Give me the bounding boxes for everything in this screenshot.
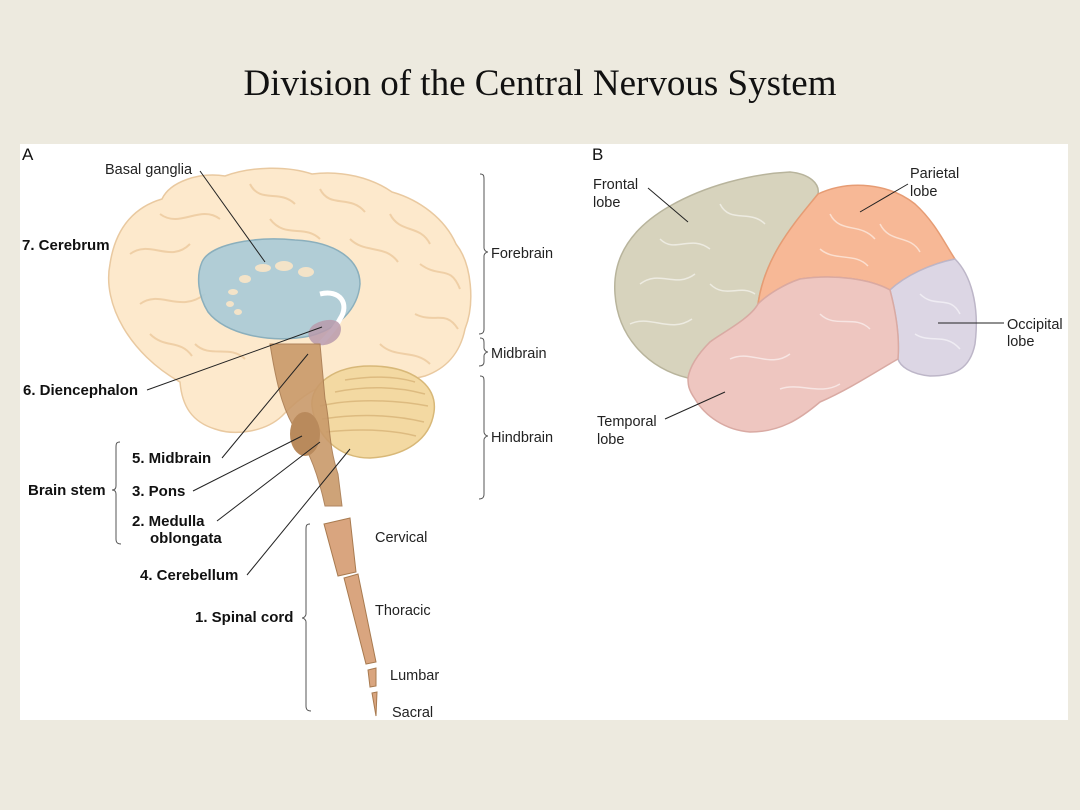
label-midbrain: 5. Midbrain <box>132 450 211 467</box>
pons-illustration <box>290 412 320 456</box>
temporal-lobe-region <box>687 276 900 433</box>
cerebellum-illustration <box>311 365 436 459</box>
label-occipital-1: Occipital <box>1007 317 1063 333</box>
label-basal-ganglia: Basal ganglia <box>105 162 193 178</box>
lateral-brain-illustration <box>614 171 978 433</box>
label-frontal-2: lobe <box>593 195 620 211</box>
slide-title: Division of the Central Nervous System <box>243 63 837 104</box>
label-brain-stem: Brain stem <box>28 482 106 499</box>
basal-ganglia-illustration <box>197 238 361 346</box>
cns-diagram: A Basal gan <box>22 145 1063 720</box>
label-frontal-1: Frontal <box>593 177 638 193</box>
panel-b-letter: B <box>592 145 603 164</box>
label-diencephalon: 6. Diencephalon <box>23 382 138 399</box>
label-midbrain-region: Midbrain <box>491 346 547 362</box>
label-parietal-1: Parietal <box>910 166 959 182</box>
label-forebrain: Forebrain <box>491 246 553 262</box>
label-sacral: Sacral <box>392 705 433 720</box>
label-temporal-1: Temporal <box>597 414 657 430</box>
label-temporal-2: lobe <box>597 432 624 448</box>
label-cervical: Cervical <box>375 530 427 546</box>
label-parietal-2: lobe <box>910 184 937 200</box>
label-medulla-2: oblongata <box>150 530 222 547</box>
label-lumbar: Lumbar <box>390 668 439 684</box>
label-cerebellum: 4. Cerebellum <box>140 567 238 584</box>
figure-panel: A Basal gan <box>20 144 1068 720</box>
panel-a-letter: A <box>22 145 34 164</box>
label-cerebrum: 7. Cerebrum <box>22 237 110 254</box>
label-pons: 3. Pons <box>132 483 185 500</box>
label-medulla-1: 2. Medulla <box>132 513 205 530</box>
label-thoracic: Thoracic <box>375 603 431 619</box>
diencephalon-illustration <box>308 319 341 346</box>
label-occipital-2: lobe <box>1007 334 1034 350</box>
spinal-cord-illustration <box>323 517 378 717</box>
label-spinal-cord: 1. Spinal cord <box>195 609 293 626</box>
label-hindbrain: Hindbrain <box>491 430 553 446</box>
